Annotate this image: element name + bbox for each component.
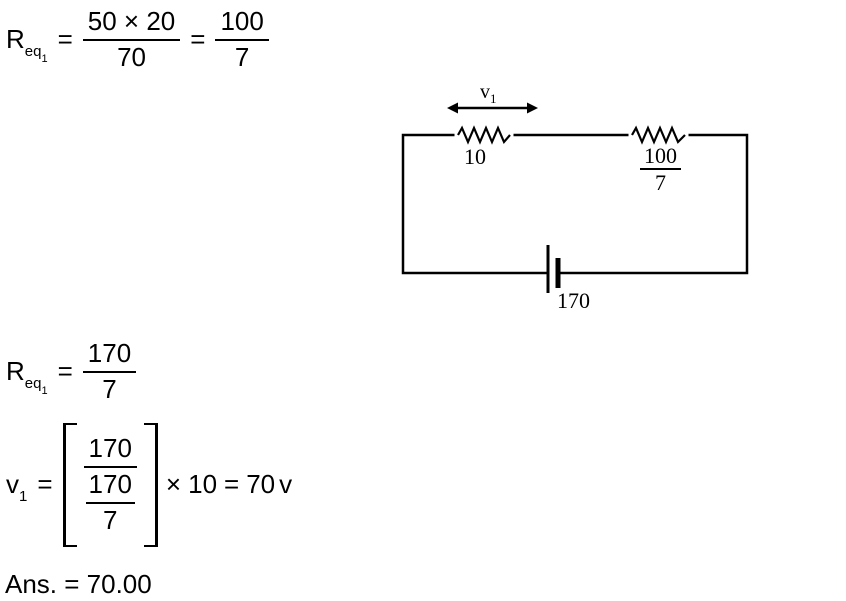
fraction-numerator: 170 — [82, 338, 137, 373]
var-base: R — [6, 355, 25, 386]
fraction-170-over-7: 170 7 — [82, 338, 137, 405]
fraction-denominator: 7 — [655, 170, 666, 195]
fraction-numerator: 170 — [83, 433, 137, 469]
var-v1: v1 — [6, 469, 27, 505]
left-bracket — [62, 423, 77, 547]
fraction-100-over-7: 100 7 — [215, 6, 269, 73]
battery-voltage-label: 170 — [557, 288, 590, 313]
fraction-denominator: 7 — [102, 504, 118, 535]
resistor-10-icon — [454, 125, 514, 145]
fraction-numerator: 170 — [85, 469, 135, 504]
multiplier-value: 10 — [188, 469, 218, 500]
var-req1: Req1 — [6, 23, 48, 65]
result-unit: v — [279, 469, 293, 500]
circuit-loop-wire — [401, 133, 749, 275]
answer-line: Ans. = 70.00 — [5, 569, 152, 599]
var-subscript: 1 — [19, 488, 28, 506]
equals-sign: = — [224, 469, 240, 500]
v1-label: v1 — [480, 81, 497, 105]
var-subsubscript: 1 — [41, 384, 48, 397]
equation-v1-divider: v1 = 170 170 7 × 10 = 70 v — [6, 423, 292, 547]
fraction-numerator: 50 × 20 — [82, 6, 181, 41]
battery-icon — [546, 245, 561, 293]
resistor-100-7-icon — [628, 125, 689, 145]
fraction-50x20-over-70: 50 × 20 70 — [82, 6, 181, 73]
var-req1: Req1 — [6, 355, 48, 397]
equals-sign: = — [37, 469, 53, 500]
result-value: 70 — [246, 469, 276, 500]
v1-base: v — [480, 81, 490, 103]
multiply-sign: × — [165, 469, 182, 500]
resistor-100-7-label: 100 7 — [640, 145, 681, 194]
right-bracket — [143, 423, 158, 547]
equals-sign: = — [190, 23, 206, 54]
fraction-denominator: 7 — [102, 373, 117, 404]
var-base: v — [6, 469, 19, 500]
fraction-numerator: 100 — [640, 145, 681, 170]
v1-subscript: 1 — [490, 91, 497, 106]
fraction-denominator: 70 — [117, 41, 146, 72]
fraction-denominator: 170 7 — [85, 468, 135, 536]
var-subsubscript: 1 — [41, 52, 48, 65]
v1-span-arrow-icon — [447, 102, 538, 114]
resistor-fraction: 100 7 — [640, 145, 681, 194]
circuit-diagram — [401, 102, 749, 293]
fraction-170-over-170-7: 170 170 7 — [83, 433, 137, 536]
equation-req1-product: Req1 = 50 × 20 70 = 100 7 — [6, 6, 269, 73]
resistor-10-label: 10 — [464, 144, 486, 169]
inner-fraction-170-over-7: 170 7 — [85, 469, 135, 536]
var-subscript: eq — [24, 42, 42, 60]
equals-sign: = — [57, 355, 73, 386]
fraction-numerator: 100 — [215, 6, 269, 41]
equation-req1-total: Req1 = 170 7 — [6, 338, 137, 405]
var-subscript: eq — [24, 374, 42, 392]
equals-sign: = — [57, 23, 73, 54]
fraction-denominator: 7 — [234, 41, 250, 72]
var-base: R — [6, 23, 25, 54]
equation-tail: × 10 = 70 v — [165, 469, 293, 500]
